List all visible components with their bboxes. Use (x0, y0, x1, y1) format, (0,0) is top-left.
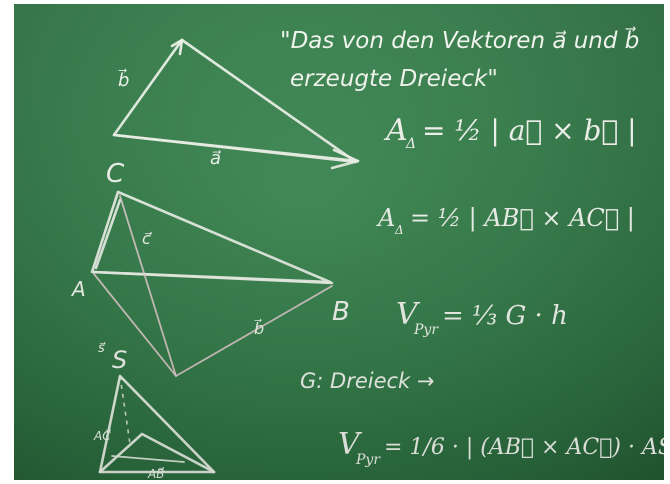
label-vec-b-2: b⃗ (254, 318, 264, 338)
triangle-ab-outline (112, 38, 358, 164)
vector-AC-line (94, 198, 122, 270)
label-vec-AC: AC⃗ (93, 429, 111, 443)
label-vec-c: c⃗ (142, 229, 152, 248)
chalkboard: b⃗ a⃗ C A B c⃗ b⃗ S s⃗ AC⃗ AB⃗ "Das von … (14, 4, 664, 480)
formula-area-ABAC: A Δ = ½ | AB⃗ × AC⃗ | (376, 204, 635, 237)
formula-vpyr-lhs: V (396, 297, 421, 332)
formula-vpyr2-sub: Pyr (355, 452, 381, 468)
label-point-S: S (112, 346, 127, 374)
pyramid-sketch (98, 374, 216, 474)
label-vec-a: a⃗ (210, 148, 221, 169)
label-vec-AB: AB⃗ (147, 467, 165, 480)
formula-vpyr-rhs: = ⅓ G · h (442, 301, 568, 331)
formula-area-ABAC-sub: Δ (394, 223, 404, 237)
formula-vpyr2-lhs: V (338, 427, 363, 462)
formula-area-ab: A Δ = ½ | a⃗ × b⃗ | (383, 113, 637, 152)
formula-vpyr-2: V Pyr = 1/6 · | (AB⃗ × AC⃗) · AS⃗ | (338, 427, 664, 468)
vector-a-line (112, 133, 360, 163)
note-g-dreieck: G: Dreieck → (300, 369, 434, 393)
label-point-B: B (332, 297, 350, 327)
vector-AB-line (92, 270, 334, 285)
triangle-ABC-outline (90, 190, 332, 284)
formula-area-ABAC-rhs: = ½ | AB⃗ × AC⃗ | (410, 204, 635, 233)
triangle-ab (112, 38, 360, 170)
formula-area-ab-rhs: = ½ | a⃗ × b⃗ | (422, 114, 637, 147)
formula-vpyr-sub: Pyr (413, 322, 439, 338)
formula-area-ABAC-lhs: A (376, 204, 395, 232)
label-vec-b: b⃗ (118, 69, 129, 91)
vector-a-arrowhead (330, 148, 360, 170)
formula-area-ab-sub: Δ (405, 136, 416, 152)
formula-vpyr2-rhs: = 1/6 · | (AB⃗ × AC⃗) · AS⃗ | (384, 435, 664, 460)
title-line-1: "Das von den Vektoren a⃗ und b⃗ (280, 26, 639, 54)
pyramid-vector-AB (111, 455, 185, 463)
vector-b-arrowhead (170, 38, 184, 56)
formula-vpyr: V Pyr = ⅓ G · h (396, 297, 568, 338)
chalk-drawing: b⃗ a⃗ C A B c⃗ b⃗ S s⃗ AC⃗ AB⃗ "Das von … (70, 26, 664, 480)
label-point-A: A (70, 277, 86, 301)
label-vec-s: s⃗ (98, 341, 106, 356)
helper-diagonal-pink (119, 195, 177, 377)
title-line-2: erzeugte Dreieck" (290, 66, 498, 92)
pyramid-face (98, 374, 216, 474)
pyramid-base (98, 432, 216, 474)
pyramid-height (119, 375, 131, 445)
label-point-C: C (106, 159, 125, 189)
triangle-ABC (90, 190, 334, 378)
formula-area-ab-lhs: A (383, 113, 408, 148)
helper-lines-pink (93, 273, 333, 378)
